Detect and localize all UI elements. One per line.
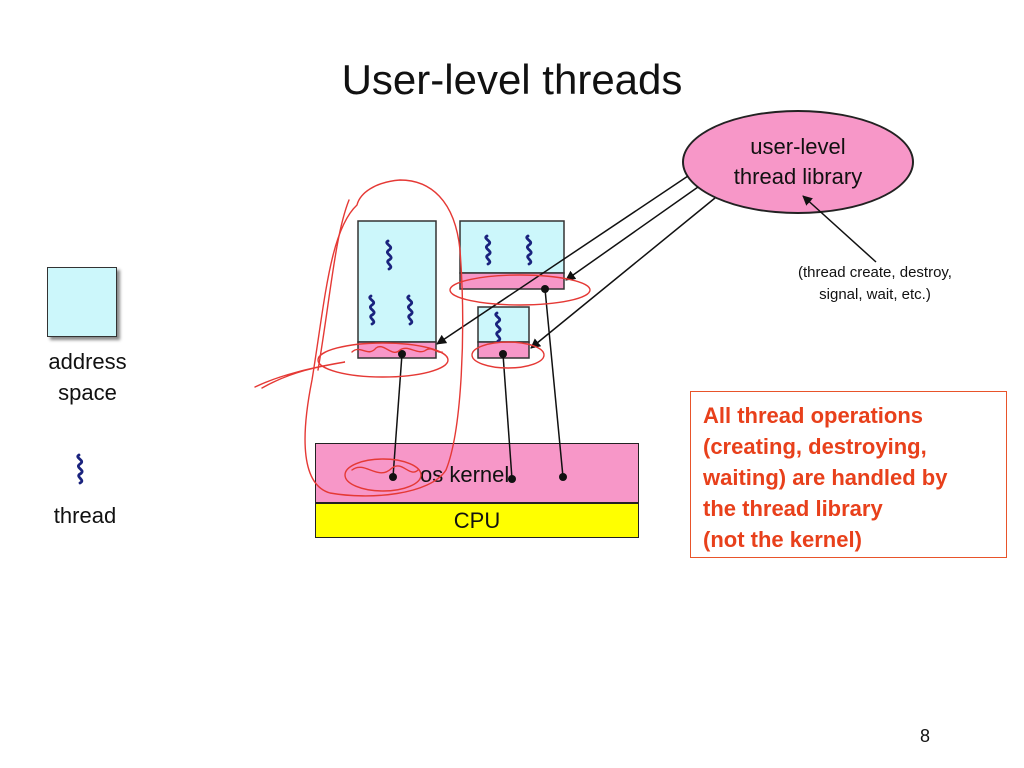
connection-line: [502, 353, 513, 480]
arrow-note-to-library: [802, 195, 877, 263]
annotation-swoosh: [254, 361, 346, 389]
arrow-to-process-3: [530, 197, 716, 349]
connection-line: [544, 288, 564, 478]
annotation-kernel-scribble: [351, 465, 419, 474]
os-kernel-box: [315, 443, 639, 503]
annotation-strip-circle-2: [449, 274, 591, 306]
arrow-to-process-1: [436, 175, 689, 345]
library-note-line2: signal, wait, etc.): [819, 286, 931, 303]
process-3: [477, 306, 530, 359]
legend-thread-label: thread: [53, 503, 117, 528]
arrow-to-process-2: [565, 186, 699, 281]
cpu-box: CPU: [315, 503, 639, 538]
kernel-connections: [392, 288, 564, 480]
library-label-line2: thread library: [733, 164, 863, 189]
annotation-process-outline-2: [317, 199, 350, 371]
library-arrows: [436, 175, 877, 349]
annotation-strip-circle-3: [471, 341, 545, 369]
cpu-label: CPU: [453, 507, 501, 533]
process-1-address-space: [357, 220, 437, 343]
hand-annotations: [254, 179, 591, 497]
annotation-scribble: [351, 345, 443, 354]
connection-line: [392, 353, 403, 478]
process-1-library-strip: [357, 341, 437, 359]
legend-address-line1: address: [48, 349, 127, 374]
legend-address-space-box: [47, 267, 117, 337]
process-2-address-space: [459, 220, 565, 274]
legend-address-line2: space: [58, 380, 117, 405]
library-label-line1: user-level: [750, 134, 846, 159]
page-number: 8: [920, 726, 931, 746]
process-1: [357, 220, 437, 359]
callout-box: All thread operations (creating, destroy…: [690, 391, 1007, 558]
slide-title: User-level threads: [341, 56, 683, 103]
library-note-line1: (thread create, destroy,: [798, 264, 952, 281]
annotation-process-outline: [304, 179, 464, 497]
os-kernel-label: os kernel: [420, 462, 510, 487]
legend-address-space-label: address space: [20, 346, 155, 408]
annotation-kernel-circle: [344, 458, 422, 492]
legend-thread-icon: [76, 453, 84, 485]
connection-dots: [389, 285, 567, 483]
annotation-strip-circle-1: [317, 342, 449, 378]
thread-library-ellipse: user-level thread library: [682, 110, 914, 214]
library-note: (thread create, destroy, signal, wait, e…: [760, 262, 990, 306]
